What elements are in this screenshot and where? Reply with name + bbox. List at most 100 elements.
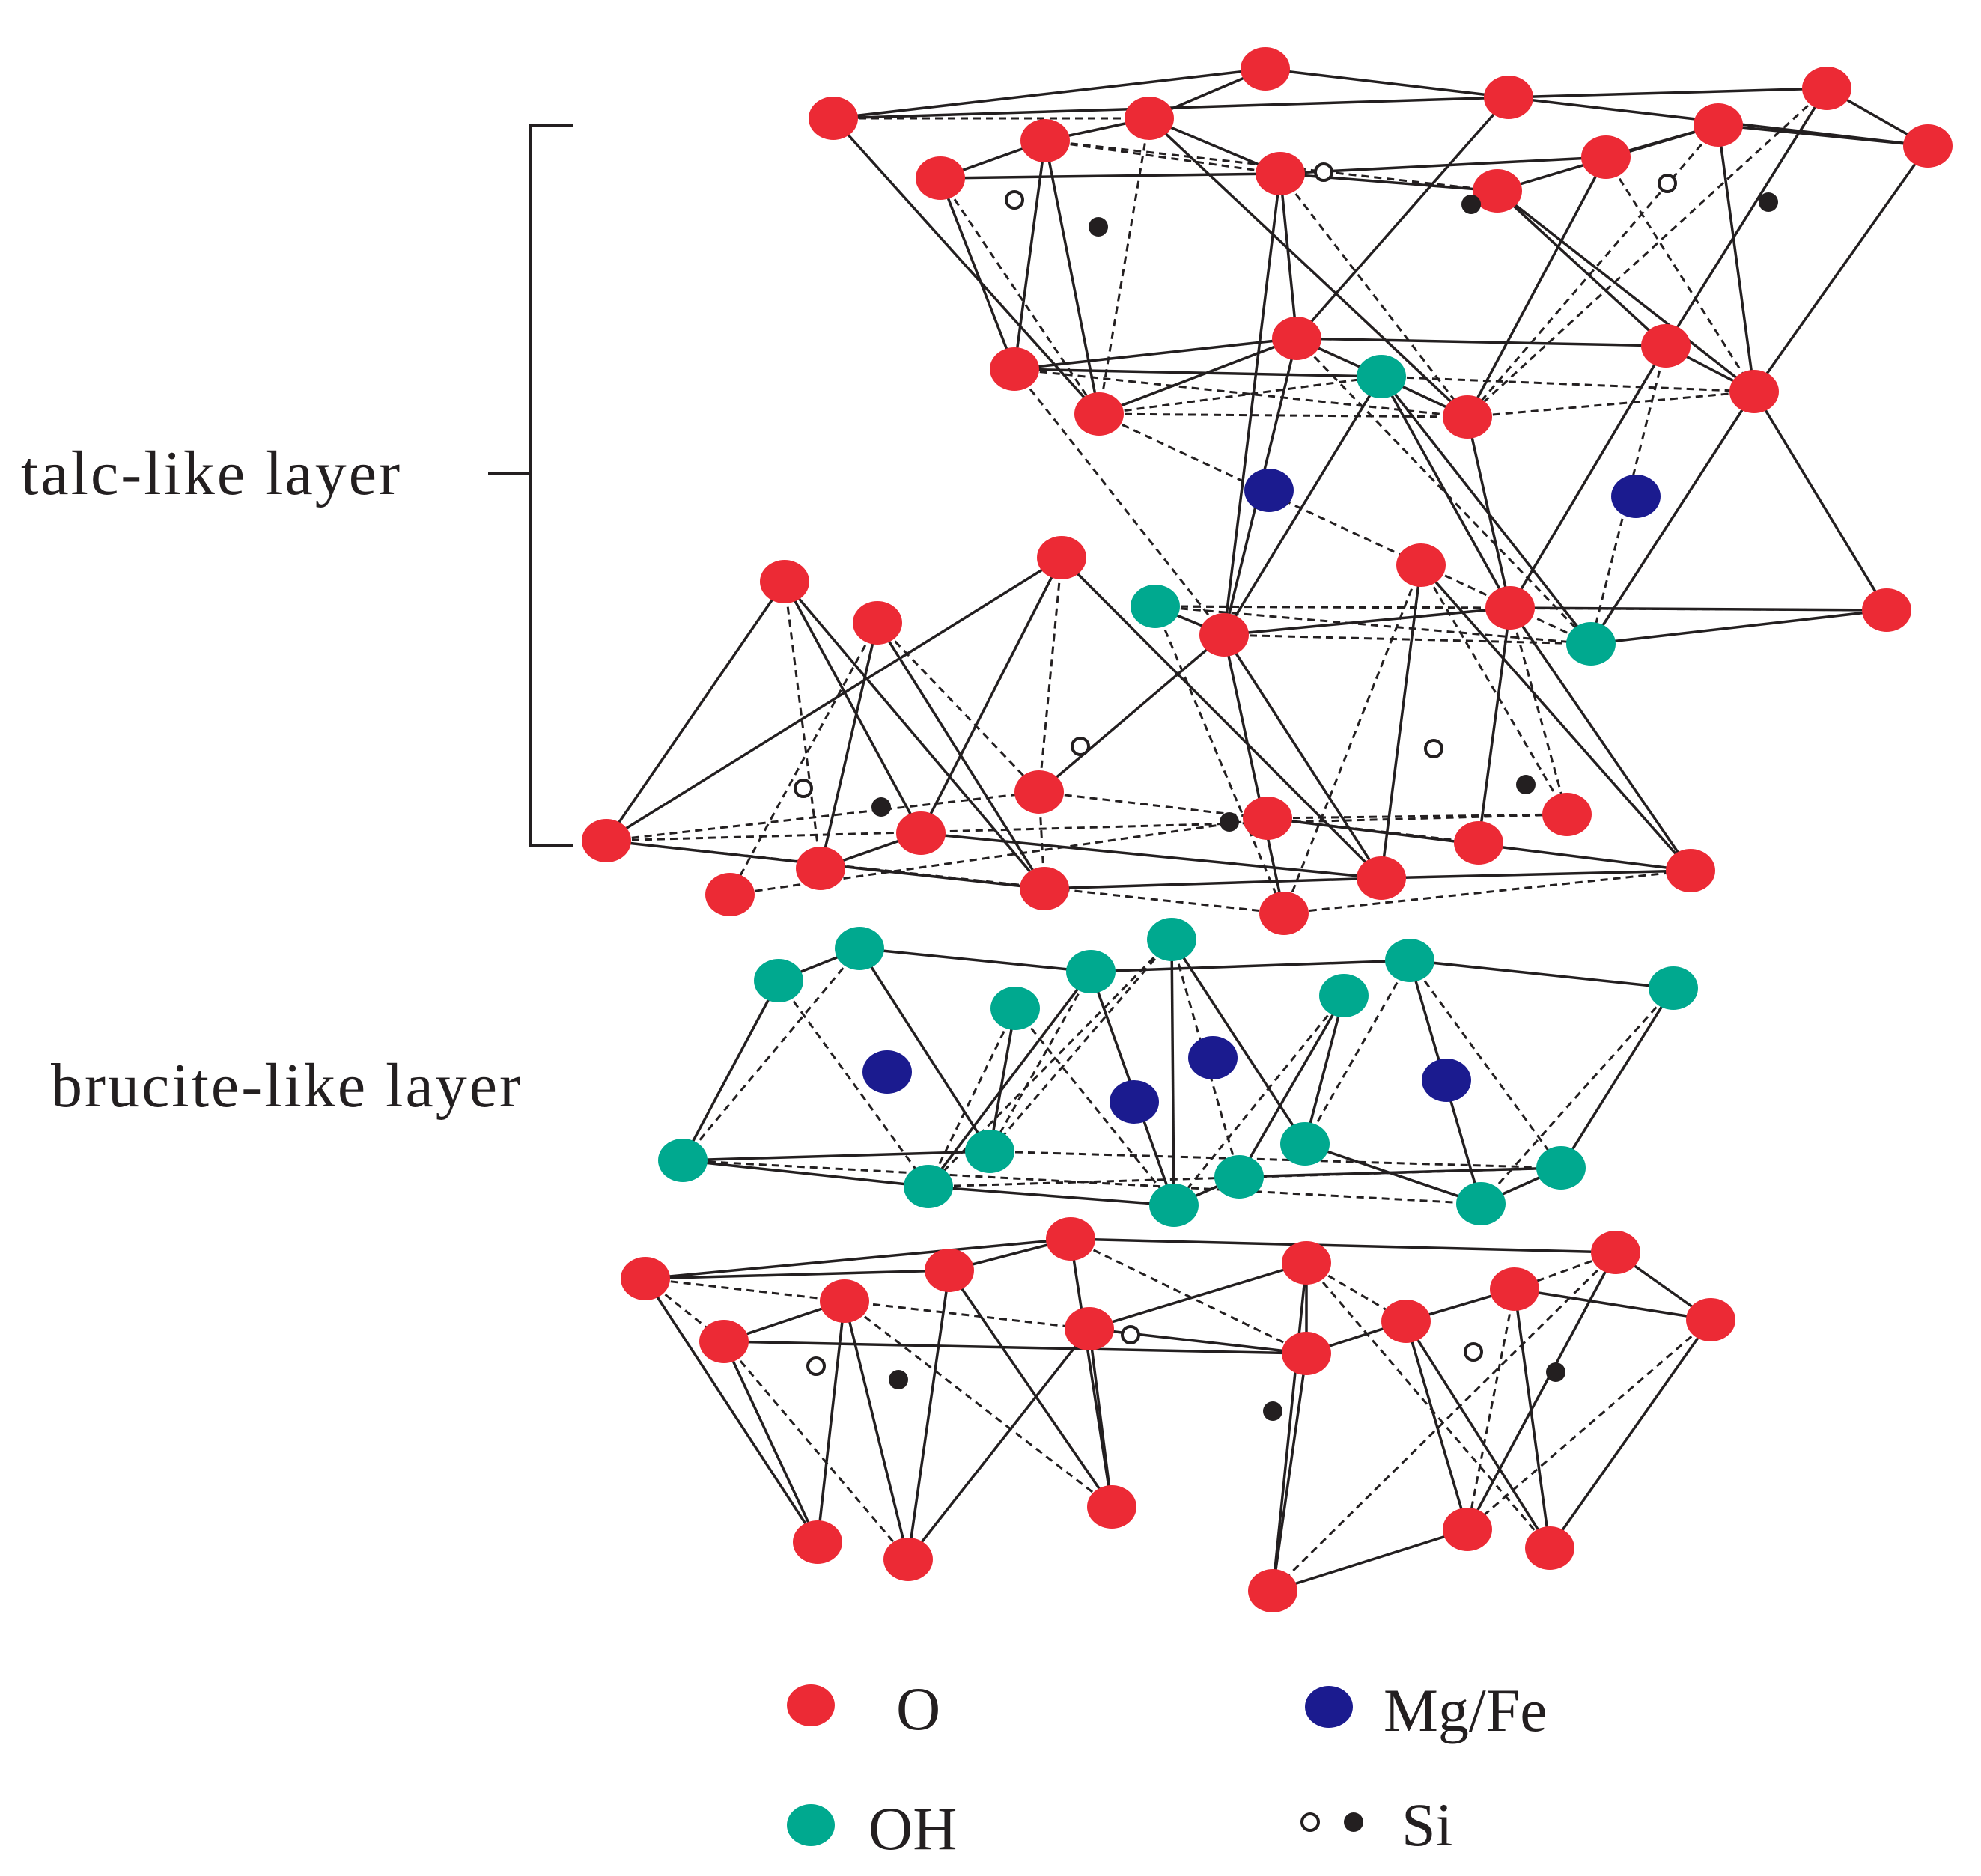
oxygen-atom (916, 156, 965, 200)
bond-line (682, 1159, 929, 1188)
silicon-atom-filled (1263, 1401, 1282, 1421)
hidden-bond-line (988, 939, 1173, 1152)
bond-line (1419, 564, 1692, 872)
bond-line (1381, 869, 1691, 880)
silicon-atom-filled (1220, 812, 1239, 832)
legend-mgfe-label: Mg/Fe (1384, 1676, 1548, 1744)
bond-line (1014, 368, 1382, 378)
bond-line (858, 948, 991, 1152)
bond-line (1380, 375, 1592, 645)
hidden-bond-line (1154, 605, 1592, 645)
hidden-bond-line (1408, 960, 1562, 1169)
bond-line (1590, 609, 1887, 645)
bond-line (1559, 987, 1675, 1169)
bond-line (1466, 416, 1512, 609)
bond-line (1223, 173, 1282, 636)
silicon-atom-filled (1759, 192, 1778, 212)
hidden-bond-line (728, 622, 879, 895)
oxygen-atom (1259, 892, 1309, 935)
oxygen-atom (1074, 392, 1124, 436)
bond-line (1405, 1321, 1469, 1530)
oxygen-atom (1065, 1307, 1114, 1350)
bond-line (722, 1341, 819, 1543)
hidden-bond-line (876, 621, 1041, 794)
bond-line (1753, 144, 1929, 393)
hidden-bond-line (1419, 564, 1568, 815)
oxygen-atom (1272, 317, 1321, 360)
hidden-bond-line (1479, 987, 1675, 1205)
legend-si-filled-dot (1344, 1812, 1363, 1832)
bond-line (1717, 124, 1756, 392)
bond-line (1223, 634, 1383, 879)
silicon-atom-open (1314, 162, 1333, 182)
bond-line (1238, 995, 1345, 1178)
hidden-bond-line (1279, 173, 1469, 418)
oxygen-atom (1666, 849, 1715, 892)
hidden-bond-line (1283, 869, 1691, 915)
oxygen-atom (1862, 588, 1911, 632)
oxygen-atom (809, 97, 858, 140)
bond-line (1508, 87, 1828, 99)
hydroxyl-atom (1214, 1155, 1264, 1199)
silicon-atom-open (806, 1356, 826, 1376)
oxygen-atom (1020, 119, 1070, 162)
oxygen-atom (1484, 76, 1533, 119)
hidden-bond-line (1172, 995, 1345, 1206)
oxygen-atom (1020, 867, 1069, 910)
hidden-bond-line (844, 1300, 1113, 1508)
hidden-bond-line (927, 938, 1173, 1188)
legend-hydroxyl-label: OH (868, 1794, 957, 1863)
hydroxyl-atom (1385, 939, 1434, 982)
oxygen-atom (1243, 797, 1292, 840)
silicon-atom-filled (1546, 1362, 1565, 1382)
hidden-bond-line (1381, 375, 1755, 393)
silicon-atom-filled (871, 797, 891, 817)
silicon-atom-filled (889, 1370, 908, 1389)
oxygen-atom (796, 847, 845, 890)
hydroxyl-atom (1566, 622, 1616, 666)
oxygen-atom (1443, 1508, 1492, 1551)
bond-line (1296, 337, 1667, 347)
hidden-bond-line (928, 1166, 1562, 1188)
bond-line (681, 980, 780, 1161)
bond-line (928, 1185, 1175, 1207)
hydroxyl-atom (965, 1130, 1014, 1173)
bond-line (1090, 959, 1411, 973)
hidden-bond-line (1154, 605, 1887, 612)
oxygen-atom (1014, 770, 1064, 814)
bond-line (1496, 189, 1667, 347)
hydroxyl-atom (754, 959, 803, 1002)
hydroxyl-atom (1280, 1122, 1330, 1166)
silicon-atom-filled (1461, 195, 1481, 214)
hydroxyl-atom (1131, 585, 1180, 628)
hidden-bond-line (1466, 1288, 1516, 1530)
oxygen-atom (1903, 124, 1953, 168)
bond-line (1409, 959, 1674, 990)
atoms (582, 47, 1953, 1612)
bond-line (1070, 1237, 1616, 1254)
bond-line (1044, 877, 1382, 890)
bond-line (1279, 173, 1298, 339)
brucite-like-layer-label: brucite-like layer (51, 1051, 523, 1121)
bond-line (1477, 607, 1512, 844)
legend-oxygen-label: O (896, 1675, 940, 1743)
hydroxyl-atom (835, 927, 884, 970)
oxygen-atom (1641, 324, 1691, 368)
bond-line (1170, 939, 1306, 1145)
bond-line (1589, 391, 1756, 645)
bond-line (948, 1270, 1113, 1508)
oxygen-atom (793, 1520, 842, 1564)
bond-line (644, 1278, 819, 1543)
hydroxyl-atom (1536, 1146, 1586, 1190)
bond-line (1548, 1318, 1712, 1550)
bond-line (723, 1340, 1307, 1355)
oxygen-atom (1686, 1298, 1735, 1341)
bond-line (1466, 156, 1607, 418)
bond-line (1717, 124, 1929, 147)
bond-line (1509, 607, 1692, 871)
oxygen-atom (1282, 1241, 1331, 1285)
bond-line (816, 1300, 846, 1543)
bond-line (1496, 189, 1756, 393)
oxygen-atom (925, 1249, 974, 1292)
bond-line (833, 67, 1266, 120)
